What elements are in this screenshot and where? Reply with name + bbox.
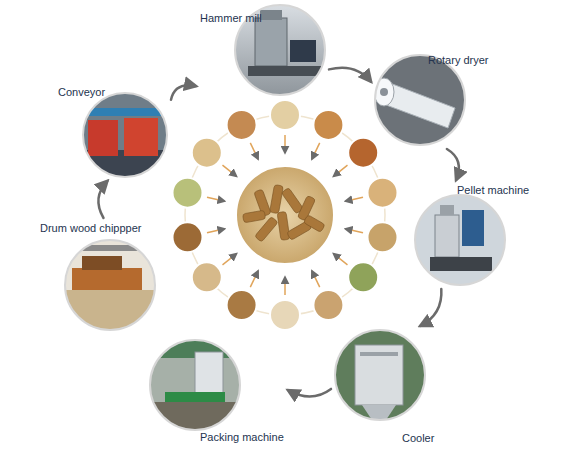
material-sample bbox=[313, 110, 343, 140]
feed-arrow bbox=[284, 277, 286, 295]
feed-arrow bbox=[334, 165, 348, 176]
feed-arrow bbox=[334, 254, 348, 265]
material-sample bbox=[173, 222, 203, 252]
process-node: Drum wood chippper bbox=[40, 222, 155, 330]
cooler-photo bbox=[335, 330, 425, 420]
process-node: Cooler bbox=[335, 330, 435, 445]
feed-arrow bbox=[250, 271, 258, 287]
flow-arrow bbox=[98, 181, 107, 218]
process-node: Packing machine bbox=[150, 340, 284, 444]
feed-arrow bbox=[207, 197, 225, 201]
conveyor-photo bbox=[80, 90, 170, 180]
process-node: Rotary dryer bbox=[375, 54, 489, 145]
packing-machine-photo bbox=[150, 340, 240, 430]
material-ring bbox=[173, 100, 398, 330]
chipper-photo bbox=[60, 235, 160, 335]
flow-arrow bbox=[447, 149, 459, 180]
material-sample bbox=[348, 138, 378, 168]
feed-arrow bbox=[312, 143, 320, 159]
flow-arrow bbox=[288, 389, 331, 397]
machine-label: Cooler bbox=[402, 432, 434, 445]
material-sample bbox=[313, 290, 343, 320]
material-sample bbox=[192, 138, 222, 168]
material-sample bbox=[348, 262, 378, 292]
feed-arrow bbox=[345, 229, 363, 233]
feed-arrow bbox=[312, 271, 320, 287]
machine-label: Hammer mill bbox=[200, 12, 262, 25]
material-sample bbox=[270, 300, 300, 330]
material-sample bbox=[227, 290, 257, 320]
feed-arrow bbox=[223, 165, 237, 176]
process-node: Conveyor bbox=[58, 86, 167, 177]
feed-arrow bbox=[345, 197, 363, 201]
material-sample bbox=[173, 178, 203, 208]
material-sample bbox=[192, 262, 222, 292]
material-sample bbox=[270, 100, 300, 130]
feed-arrow bbox=[250, 143, 258, 159]
pellet-machine-photo bbox=[415, 195, 505, 285]
flow-arrow bbox=[420, 289, 441, 326]
machine-label: Rotary dryer bbox=[428, 54, 489, 67]
feed-arrow bbox=[207, 229, 225, 233]
process-node: Pellet machine bbox=[415, 184, 530, 285]
machine-label: Pellet machine bbox=[457, 184, 529, 197]
material-sample bbox=[368, 178, 398, 208]
material-sample bbox=[368, 222, 398, 252]
machine-label: Packing machine bbox=[200, 431, 284, 444]
machine-label: Drum wood chippper bbox=[40, 222, 142, 235]
rotary-dryer-photo bbox=[374, 55, 465, 145]
process-node: Hammer mill bbox=[200, 5, 325, 95]
machine-label: Conveyor bbox=[58, 86, 105, 99]
feed-arrow bbox=[284, 135, 286, 153]
flow-arrow bbox=[329, 68, 371, 82]
feed-arrow bbox=[223, 254, 237, 265]
flow-arrow bbox=[171, 85, 196, 99]
material-sample bbox=[227, 110, 257, 140]
